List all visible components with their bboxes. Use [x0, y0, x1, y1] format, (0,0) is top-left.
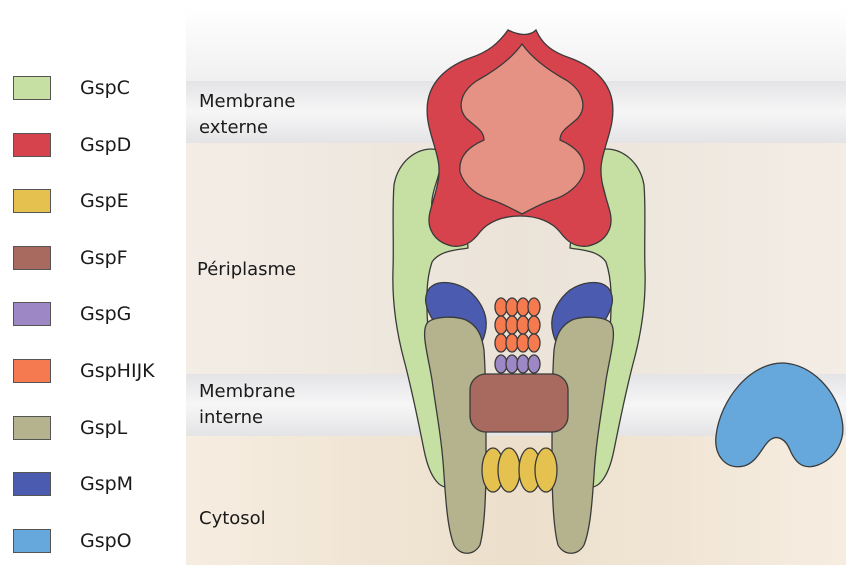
- outer-membrane-label-line2: externe: [199, 117, 268, 138]
- outer-membrane-label-line1: Membrane: [199, 91, 295, 112]
- gsphijk-subunit: [495, 316, 507, 334]
- gsphijk-subunit: [506, 334, 518, 352]
- cytosol-label: Cytosol: [199, 508, 266, 529]
- gsphijk-subunit: [495, 298, 507, 316]
- gspf-shape: [470, 374, 568, 432]
- gspg-subunit: [495, 355, 507, 373]
- gspg-subunit: [517, 355, 529, 373]
- gsphijk-subunit: [528, 316, 540, 334]
- gsphijk-subunit: [517, 316, 529, 334]
- gspe-subunit: [498, 448, 520, 492]
- gsphijk-subunit: [495, 334, 507, 352]
- gspe-subunit: [535, 448, 557, 492]
- gsphijk-subunit: [528, 334, 540, 352]
- inner-membrane-label-line1: Membrane: [199, 381, 295, 402]
- inner-membrane-label-line2: interne: [199, 407, 263, 428]
- gsphijk-subunit: [517, 334, 529, 352]
- gspg-subunit: [506, 355, 518, 373]
- gsphijk-subunit: [506, 298, 518, 316]
- gsphijk-subunit: [517, 298, 529, 316]
- periplasm-label: Périplasme: [197, 259, 296, 280]
- gspg-subunit: [528, 355, 540, 373]
- gsphijk-subunit: [528, 298, 540, 316]
- gsphijk-subunit: [506, 316, 518, 334]
- gsphijk-pilus: [495, 298, 540, 352]
